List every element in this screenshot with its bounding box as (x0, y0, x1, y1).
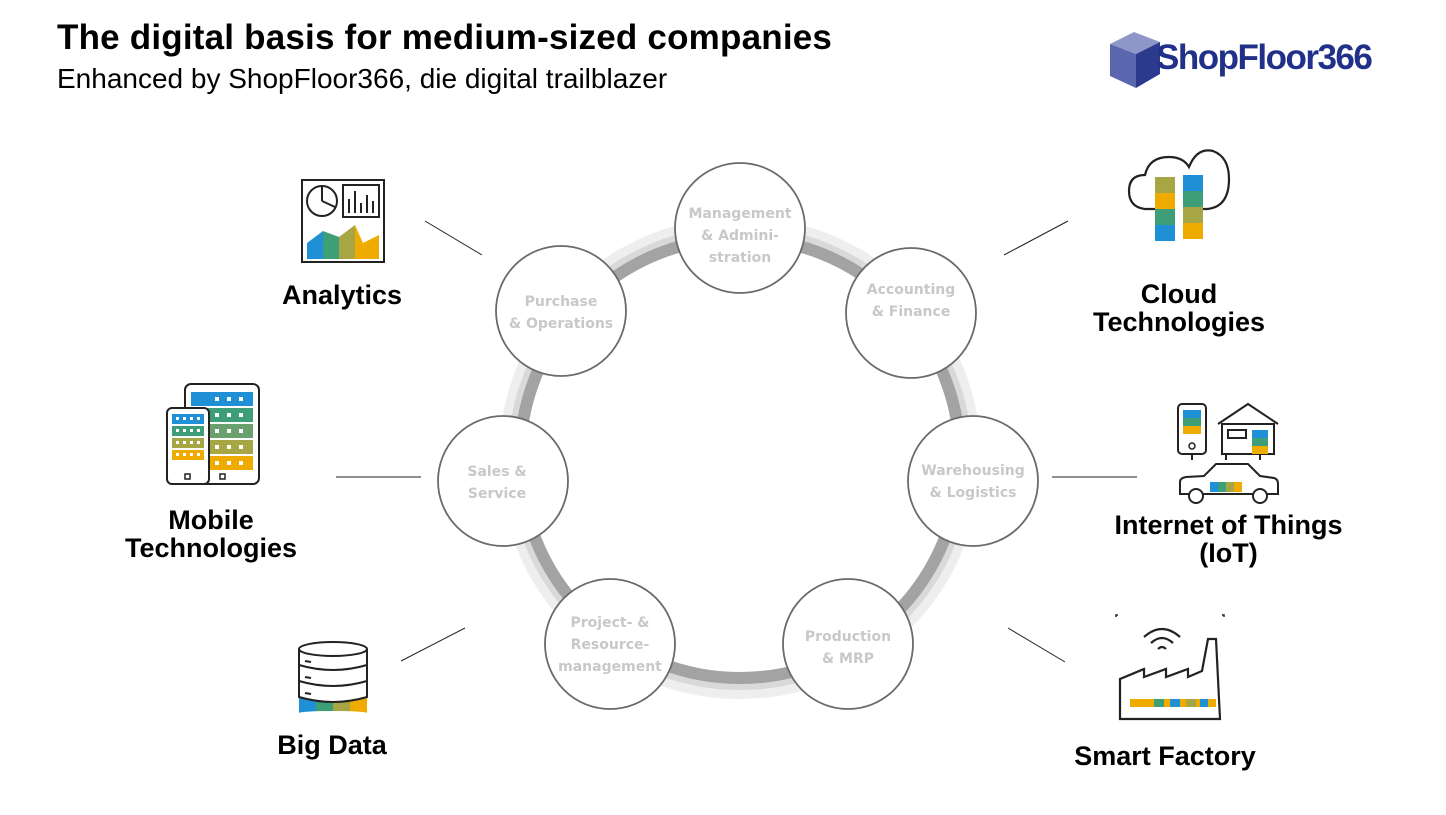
connector-cloud (1003, 220, 1069, 256)
tech-label-analytics: Analytics (281, 280, 403, 310)
ring-node-label-warehousing: Warehousing& Logistics (921, 463, 1025, 501)
tech-label-iot: Internet of Things (IoT) (1114, 510, 1343, 568)
tech-label-cloud: Cloud Technologies (1092, 279, 1266, 337)
ring-node-label-management: Management& Admini-stration (688, 206, 792, 266)
analytics-dashboard-icon (301, 179, 385, 263)
connector-bigdata (400, 627, 466, 662)
ring-node-label-sales: Sales &Service (467, 464, 527, 502)
ring-node-label-purchase: Purchase& Operations (508, 294, 614, 332)
ring-node-label-production: Production& MRP (804, 629, 892, 667)
ring-node-accounting (845, 247, 977, 379)
ring-node-warehousing (907, 415, 1039, 547)
tech-label-bigdata: Big Data (277, 730, 387, 760)
page-subtitle: Enhanced by ShopFloor366, die digital tr… (57, 63, 668, 94)
ring-node-production (782, 578, 914, 710)
cloud-icon (1127, 149, 1231, 241)
tech-label-mobile: Mobile Technologies (124, 505, 298, 563)
ring-node-label-accounting: Accounting& Finance (866, 282, 956, 320)
smart-factory-icon (1115, 614, 1225, 721)
ring-node-management (674, 162, 806, 294)
ring-node-label-project: Project- &Resource-management (558, 615, 662, 675)
tech-label-factory: Smart Factory (1074, 741, 1256, 771)
ring-node-project (544, 578, 676, 710)
ring-node-sales (437, 415, 569, 547)
ring-node-purchase (495, 245, 627, 377)
connector-factory (1007, 627, 1066, 663)
logo-text: ShopFloor366 (1156, 38, 1373, 77)
iot-house-car-icon (1177, 402, 1279, 504)
cube-icon (1110, 32, 1160, 88)
shopfloor366-logo: ShopFloor366 (1108, 30, 1398, 90)
page-title: The digital basis for medium-sized compa… (57, 18, 833, 57)
database-icon (298, 641, 368, 715)
connector-analytics (424, 220, 483, 256)
mobile-devices-icon (166, 383, 260, 485)
